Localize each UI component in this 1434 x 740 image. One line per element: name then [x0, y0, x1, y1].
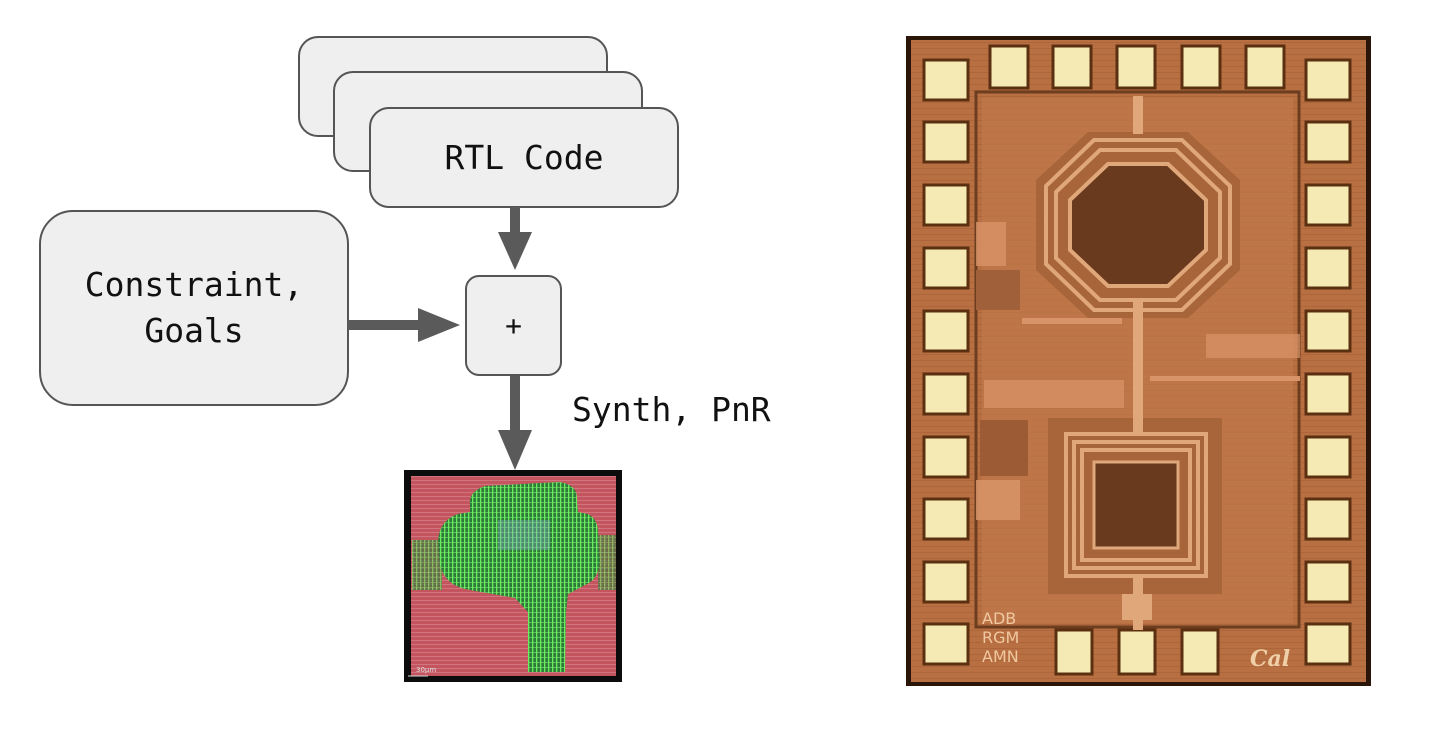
synth-pnr-label: Synth, PnR	[572, 390, 771, 429]
die-bottom-pads	[1054, 628, 1220, 676]
layout-left-pins	[412, 540, 442, 590]
arrow-combine-to-layout-head	[498, 430, 532, 470]
die-circuitry	[976, 222, 1300, 620]
die-inductor-octagon	[1036, 96, 1240, 370]
die-left-pads	[922, 58, 970, 666]
die-initials-line1: ADB	[982, 609, 1016, 628]
die-inductor-square	[1048, 370, 1222, 630]
arrow-combine-to-layout-shaft	[510, 376, 520, 434]
arrow-rtl-to-combine-head	[498, 232, 532, 270]
rtl-code-box: RTL Code	[369, 107, 679, 208]
layout-center-cells	[498, 520, 550, 550]
die-right-pads	[1304, 58, 1352, 666]
constraint-goals-label: Constraint, Goals	[41, 262, 347, 354]
constraint-label-line2: Goals	[144, 311, 244, 350]
layout-scale-label: 30µm	[416, 666, 436, 674]
die-initials-line2: RGM	[982, 628, 1019, 647]
die-photo: ADB RGM AMN Cal	[906, 36, 1371, 686]
cal-logo: Cal	[1250, 646, 1290, 672]
rtl-code-label: RTL Code	[444, 137, 604, 177]
arrow-constraint-to-combine-head	[418, 308, 460, 342]
die-top-pads	[988, 44, 1286, 90]
arrows	[348, 207, 532, 470]
arrow-rtl-to-combine-shaft	[510, 207, 520, 237]
constraint-goals-box: Constraint, Goals	[39, 210, 349, 406]
combine-box: +	[465, 275, 562, 376]
constraint-label-line1: Constraint,	[84, 265, 304, 304]
layout-right-pins	[598, 535, 616, 590]
combine-label: +	[505, 308, 522, 342]
die-initials-line3: AMN	[982, 647, 1019, 666]
arrow-constraint-to-combine-shaft	[348, 320, 422, 330]
layout-thumbnail: 30µm	[404, 470, 622, 682]
die-initials-block: ADB RGM AMN	[982, 609, 1019, 666]
layout-routing-blob	[438, 482, 600, 672]
